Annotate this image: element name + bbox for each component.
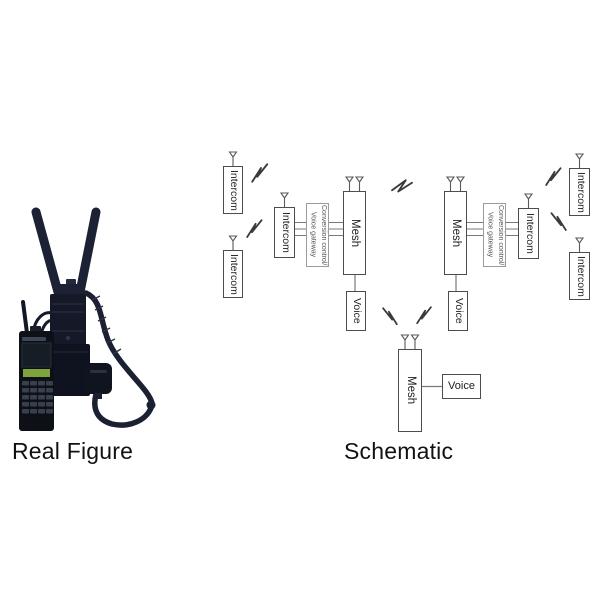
antenna-icon	[228, 235, 238, 250]
voice-node-bottom: Voice	[442, 374, 481, 399]
caption-schematic: Schematic	[344, 438, 454, 464]
antenna-icon	[228, 151, 238, 166]
coiled-cable	[83, 290, 156, 428]
voice-links	[354, 275, 457, 388]
wireless-link-icon	[550, 212, 567, 231]
intercom-node-mid-left: Intercom	[274, 207, 295, 258]
antenna-icon	[400, 334, 410, 349]
wireless-link-icon	[246, 219, 263, 238]
antenna-icon	[574, 153, 585, 168]
wireless-link-icon	[251, 163, 269, 183]
antenna-icon	[410, 334, 420, 349]
voice-node-right: Voice	[448, 291, 468, 331]
voice-node-left: Voice	[346, 291, 366, 331]
device-right-antenna	[75, 207, 101, 297]
antenna-icon	[455, 176, 466, 191]
antenna-icon	[445, 176, 456, 191]
radio-lcd	[23, 369, 50, 377]
antenna-icon	[354, 176, 365, 191]
conversion-gateway-node-left: Conversion control/ Voice gateway	[306, 203, 329, 267]
wireless-link-icon	[545, 167, 562, 186]
intercom-node-mid-right: Intercom	[518, 208, 539, 259]
radio-keypad	[22, 381, 53, 414]
intercom-node-bottom-right: Intercom	[569, 252, 590, 300]
antenna-icon	[279, 192, 290, 207]
mesh-node-bottom: Mesh	[398, 349, 422, 432]
intercom-node-bottom-left: Intercom	[223, 250, 243, 298]
antenna-icon	[523, 193, 534, 208]
radio-logo-strip	[22, 337, 46, 341]
antenna-icons	[228, 151, 585, 349]
intercom-node-top-right: Intercom	[569, 168, 590, 216]
mesh-node-right: Mesh	[444, 191, 467, 275]
speaker-mic	[84, 363, 112, 399]
wireless-link-icon	[416, 306, 432, 325]
wireless-link-icon	[382, 307, 398, 326]
conversion-gateway-node-right: Conversion control/ Voice gateway	[483, 203, 506, 267]
caption-real-figure: Real Figure	[12, 438, 134, 464]
antenna-icon	[574, 237, 585, 252]
device-photo	[19, 207, 156, 431]
handheld-radio	[19, 300, 54, 431]
mesh-node-left: Mesh	[343, 191, 366, 275]
intercom-node-top-left: Intercom	[223, 166, 243, 214]
device-left-antenna	[31, 207, 63, 297]
wireless-link-icons	[246, 163, 567, 326]
antenna-icon	[344, 176, 355, 191]
wireless-link-icon	[391, 179, 413, 193]
mesh-radio-body	[50, 294, 90, 396]
